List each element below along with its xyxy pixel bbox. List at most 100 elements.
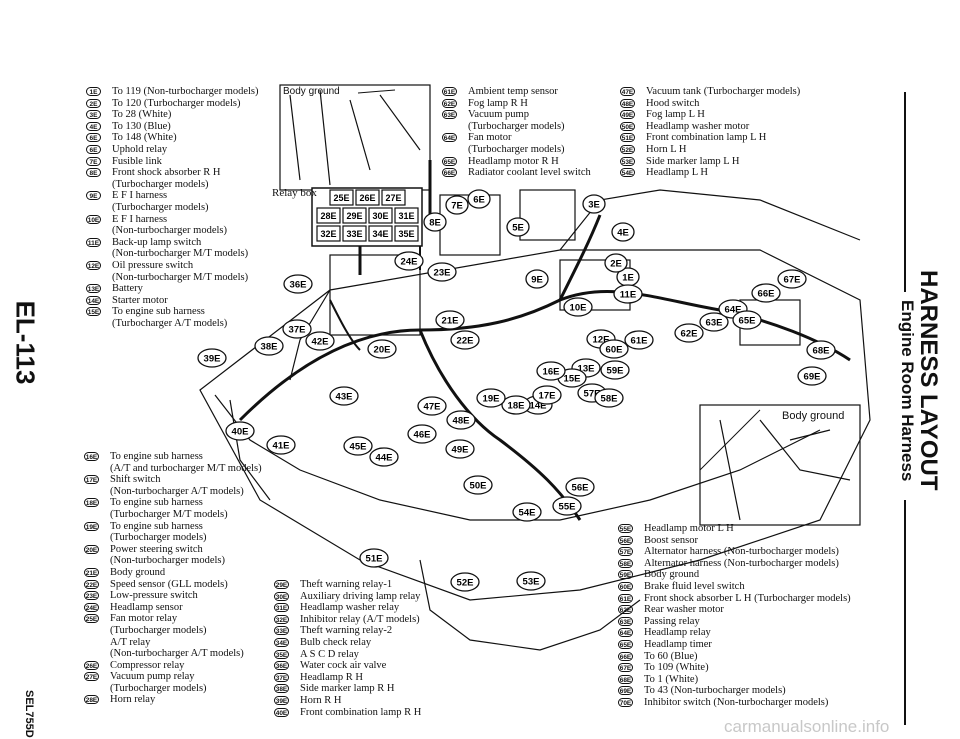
legend-text: Bulb check relay [300, 636, 372, 648]
connector-code-icon: 37E [274, 672, 289, 682]
svg-text:31E: 31E [398, 211, 414, 221]
connector-callout: 47E [417, 396, 447, 416]
connector-code-icon: 65E [442, 156, 457, 166]
connector-callout: 51E [359, 548, 389, 568]
legend-text: Front shock absorber R H [112, 167, 221, 179]
connector-code-icon: 29E [274, 580, 289, 589]
connector-callout: 67E [777, 269, 807, 289]
svg-text:13E: 13E [578, 364, 595, 375]
connector-code-icon: 32E [274, 614, 289, 624]
connector-code-icon: 27E [84, 672, 99, 682]
connector-callout: 41E [266, 435, 296, 455]
legend-item: (Turbocharger models) [86, 202, 286, 214]
svg-text:12E: 12E [593, 335, 610, 346]
svg-text:21E: 21E [442, 316, 459, 327]
legend-text: Inhibitor switch (Non-turbocharger model… [644, 696, 829, 708]
legend-text: (Turbocharger models) [110, 624, 207, 636]
legend-text: Compressor relay [110, 659, 185, 671]
connector-code-icon: 61E [442, 87, 457, 96]
connector-callout: 45E [343, 436, 373, 456]
connector-code-icon: 67E [618, 663, 633, 673]
connector-callout: 9E [525, 269, 549, 289]
svg-text:25E: 25E [333, 193, 349, 203]
legend-text: To 1 (White) [644, 673, 699, 685]
svg-text:52E: 52E [457, 578, 474, 589]
legend-text: Vacuum pump relay [110, 671, 195, 683]
legend-text: Fan motor relay [110, 613, 178, 625]
svg-text:68E: 68E [813, 346, 830, 357]
legend-item: (Turbocharger models) [86, 179, 286, 191]
legend-text: Water cock air valve [300, 660, 387, 672]
legend-text: To 119 (Non-turbocharger models) [112, 86, 259, 97]
legend-text: A S C D relay [300, 648, 359, 660]
legend-item: (Turbocharger models) [84, 625, 284, 637]
legend-text: Auxiliary driving lamp relay [300, 590, 421, 602]
svg-text:34E: 34E [372, 229, 388, 239]
svg-text:59E: 59E [607, 366, 624, 377]
legend-text: Horn relay [110, 694, 156, 706]
connector-callout: 5E [506, 217, 530, 237]
connector-code-icon: 63E [618, 616, 633, 626]
legend-text: Headlamp motor L H [644, 523, 734, 534]
legend-item: (Non-turbocharger A/T models) [84, 486, 284, 498]
connector-callout: 66E [751, 283, 781, 303]
legend-text: Headlamp washer motor [646, 120, 750, 132]
legend-text: Vacuum pump [468, 109, 529, 121]
legend-text: To engine sub harness [110, 520, 203, 532]
connector-callout: 43E [329, 386, 359, 406]
svg-text:50E: 50E [470, 481, 487, 492]
svg-text:49E: 49E [452, 445, 469, 456]
connector-callout: 40E [225, 421, 255, 441]
svg-text:19E: 19E [483, 394, 500, 405]
connector-code-icon: 2E [86, 98, 101, 108]
connector-code-icon: 18E [84, 498, 99, 508]
connector-code-icon: 21E [84, 567, 99, 577]
connector-callout: 3E [582, 194, 606, 214]
svg-text:32E: 32E [320, 229, 336, 239]
connector-callout: 60E [599, 339, 629, 359]
legend-text: (Turbocharger models) [112, 201, 209, 213]
connector-code-icon: 30E [274, 591, 289, 601]
connector-code-icon: 68E [618, 674, 633, 684]
svg-text:14E: 14E [530, 401, 547, 412]
svg-text:67E: 67E [784, 275, 801, 286]
connector-callout: 8E [423, 212, 447, 232]
legend-text: (Non-turbocharger M/T models) [112, 271, 249, 283]
connector-callout: 53E [516, 571, 546, 591]
body-ground-label-right: Body ground [782, 410, 845, 422]
legend-text: Hood switch [646, 97, 700, 109]
connector-code-icon: 49E [620, 110, 635, 120]
connector-code-icon: 63E [442, 110, 457, 120]
legend-text: Front shock absorber L H (Turbocharger m… [644, 592, 851, 604]
svg-text:61E: 61E [631, 336, 648, 347]
relay-box-cell: 29E [342, 207, 367, 224]
connector-callout: 54E [512, 502, 542, 522]
title-rule-bottom [904, 500, 906, 725]
legend-text: Starter motor [112, 294, 168, 306]
connector-callout: 6E [467, 189, 491, 209]
svg-text:24E: 24E [401, 257, 418, 268]
svg-text:15E: 15E [564, 374, 581, 385]
